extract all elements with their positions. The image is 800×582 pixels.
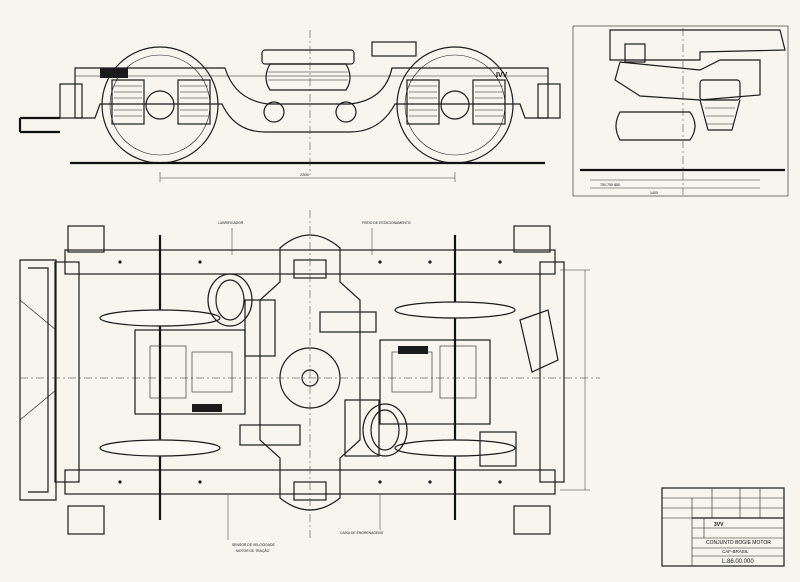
side-elevation-view: IVV 2300	[18, 30, 561, 182]
drawing-title: CONJUNTO BOGIE MOTOR	[706, 540, 771, 546]
frame-hole-left	[263, 101, 285, 123]
brake-unit-tr	[513, 225, 551, 253]
coupler-frame	[19, 259, 57, 501]
centre-bolster	[259, 234, 361, 511]
brake-unit-right	[537, 83, 561, 119]
bogie-side-frame	[74, 67, 549, 133]
wheel-plan-lb	[99, 439, 221, 457]
end-elevation-view: 750 750 850 1400	[572, 25, 789, 197]
title-block-frame	[661, 487, 785, 567]
end-beam-left	[54, 261, 80, 483]
plan-view: LUBRIFICADOR FREIO DE ESTACIONAMENTO SEN…	[19, 210, 600, 553]
frame-hole-right	[335, 101, 357, 123]
wheel-left-outer	[101, 46, 219, 164]
grounding-device	[479, 431, 517, 467]
brake-unit-left	[59, 83, 83, 119]
customer-name: CAF-BRASIL	[722, 549, 749, 554]
wheel-right-tread	[404, 54, 506, 156]
axle-box-left	[145, 90, 175, 120]
traction-motor-right	[379, 339, 491, 425]
nameplate	[100, 68, 128, 78]
drawing-number: L.86.00.000	[722, 559, 754, 565]
callout-1: LUBRIFICADOR	[218, 221, 244, 225]
speed-sensor-housing	[519, 309, 559, 373]
traction-motor-end	[615, 111, 696, 141]
gearbox-left	[244, 299, 276, 357]
brake-unit-bl	[67, 505, 105, 535]
company-name: 3VV	[714, 522, 724, 528]
end-air-spring	[699, 79, 741, 101]
callout-2: FREIO DE ESTACIONAMENTO	[362, 221, 411, 225]
carbody-underframe	[609, 29, 786, 61]
brake-unit-tl	[67, 225, 105, 253]
traction-motor-left	[134, 329, 246, 415]
motor-label-plate-left	[192, 404, 222, 412]
frame-bolts	[118, 260, 502, 484]
callout-3: SENSOR DE VELOCIDADE	[232, 543, 276, 547]
end-dimension-small: 750 750 850	[600, 183, 620, 187]
callout-5: MOTOR DE TRAÇÃO	[236, 548, 270, 553]
primary-suspension-right	[406, 79, 506, 125]
gearbox-right	[344, 399, 380, 457]
axle-box-right	[440, 90, 470, 120]
title-block: 3VV CONJUNTO BOGIE MOTOR CAF-BRASIL L.86…	[661, 487, 785, 567]
air-spring-top-plate	[261, 49, 355, 65]
coupling-shaft	[239, 424, 301, 446]
wheel-plan-rb	[394, 439, 516, 457]
levelling-valve	[371, 41, 417, 57]
callout-4: CAIXA DE ENGRENAGENS	[340, 531, 384, 535]
motor-label-plate-right	[398, 346, 428, 354]
brake-disc-right	[362, 403, 408, 457]
end-dimension-total: 1400	[650, 191, 658, 195]
traction-link-left	[18, 116, 60, 134]
wheelbase-dimension: 2300	[300, 172, 310, 177]
wheel-plan-rt	[394, 301, 516, 319]
wheel-right-outer	[396, 46, 514, 164]
air-spring-bellows	[265, 63, 351, 91]
wheel-plan-lt	[99, 309, 221, 327]
brake-unit-br	[513, 505, 551, 535]
end-axlebox	[699, 99, 741, 131]
coupling-shaft-2	[319, 311, 377, 333]
side-logo: IVV	[496, 72, 508, 79]
end-frame-section	[614, 59, 761, 101]
end-beam-right	[539, 261, 565, 483]
primary-suspension-left	[111, 79, 211, 125]
end-view-frame	[572, 25, 789, 197]
